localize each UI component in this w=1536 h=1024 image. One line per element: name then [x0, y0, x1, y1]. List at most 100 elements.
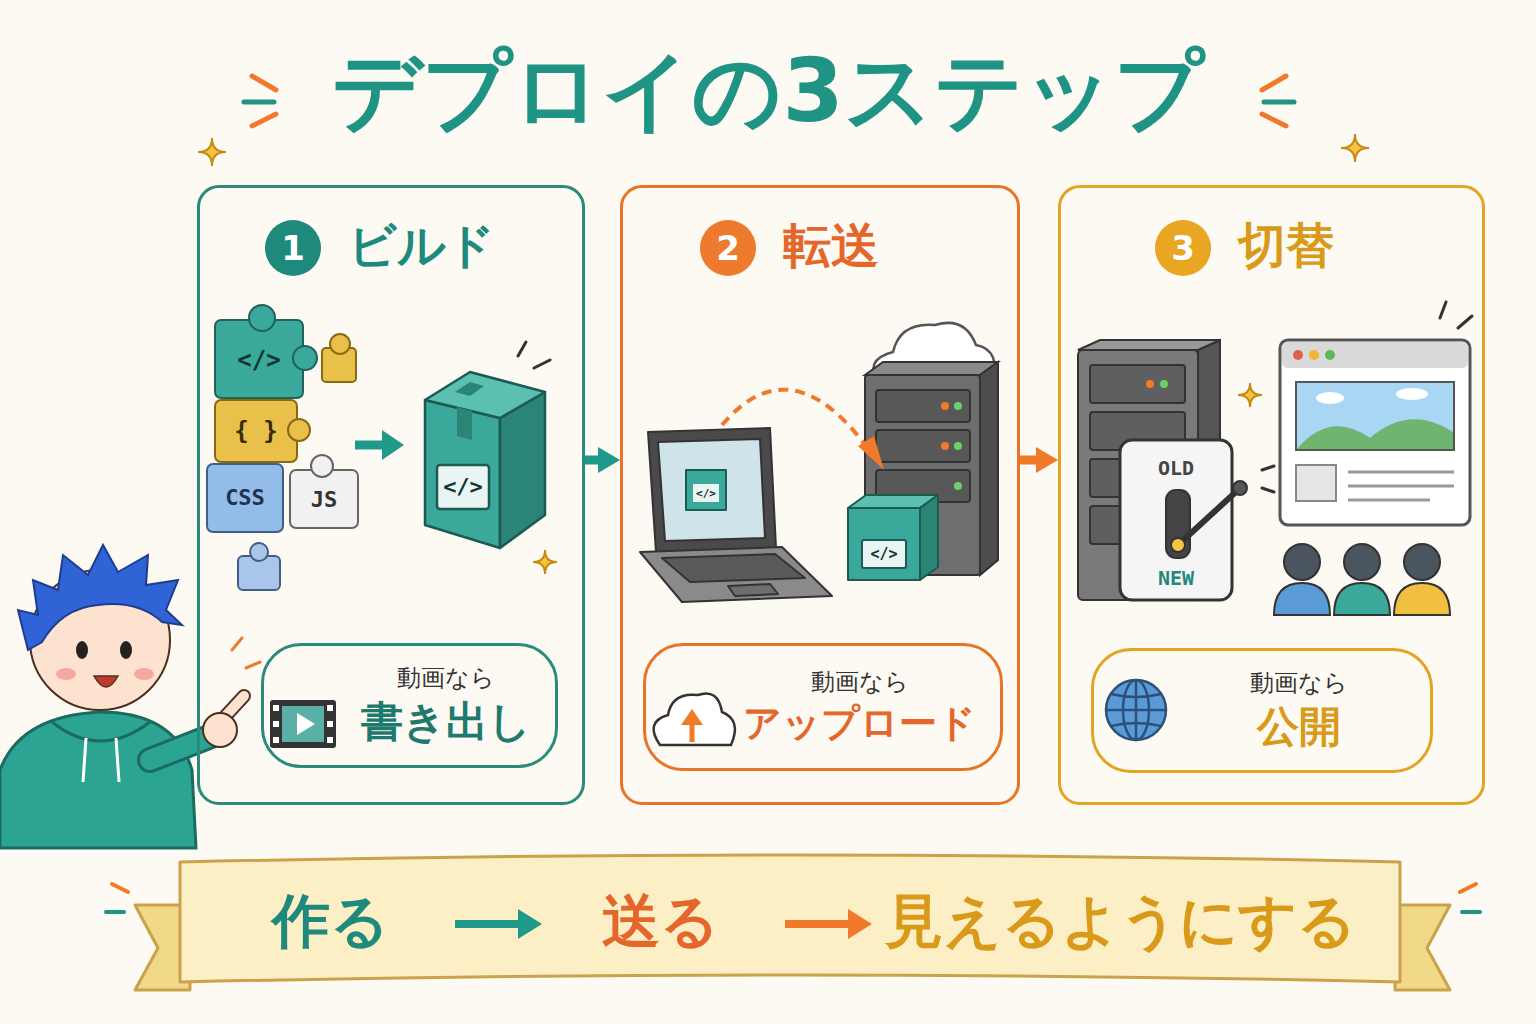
puzzle-piece	[330, 334, 350, 354]
package-box	[437, 465, 489, 509]
analogy-caption: 動画なら	[1250, 669, 1348, 698]
browser-window	[1348, 471, 1454, 474]
sparkle	[198, 138, 226, 166]
browser-window	[1316, 392, 1344, 404]
laptop	[686, 470, 726, 510]
emphasis-mark	[1458, 316, 1472, 328]
emphasis-mark	[1262, 466, 1274, 470]
laptop	[658, 439, 765, 541]
puzzle-piece	[215, 320, 303, 398]
server	[1090, 365, 1185, 403]
film-icon	[327, 721, 333, 727]
film-icon	[273, 705, 279, 711]
step-number: 1	[265, 220, 321, 276]
browser-window	[1280, 340, 1470, 525]
code-label: </>	[237, 348, 280, 372]
browser-window	[1293, 350, 1303, 360]
film-icon	[327, 737, 333, 743]
film-icon	[297, 713, 315, 735]
film-icon	[270, 700, 336, 748]
browser-window	[1325, 350, 1335, 360]
film-icon	[273, 737, 279, 743]
banner-accent	[106, 910, 124, 914]
diagram-title: デプロイの3ステップ	[0, 38, 1536, 144]
emphasis-mark	[518, 342, 526, 356]
title-accent	[1262, 114, 1286, 126]
ribbon	[135, 855, 1450, 990]
film-icon	[282, 706, 324, 742]
analogy-term: 公開	[1257, 702, 1341, 752]
build-arrow	[355, 430, 404, 460]
title-accent	[1264, 100, 1294, 105]
audience	[1344, 544, 1380, 580]
analogy-caption: 動画なら	[397, 664, 495, 693]
summary-word: 見えるようにする	[885, 887, 1356, 957]
sparkle	[1238, 383, 1262, 407]
package-box	[848, 495, 938, 580]
server	[980, 362, 998, 575]
flow-arrow	[518, 909, 542, 939]
transfer-arrow	[722, 390, 884, 470]
laptop	[640, 547, 832, 602]
analogy-term: 書き出し	[361, 697, 531, 747]
emphasis-mark	[1440, 302, 1446, 318]
code-label: CSS	[225, 487, 265, 509]
guide-character	[56, 668, 76, 680]
guide-character	[83, 738, 86, 782]
audience	[1404, 544, 1440, 580]
switch-panel	[1233, 481, 1247, 495]
emphasis-mark	[1262, 488, 1274, 492]
upload-icon	[654, 693, 735, 745]
audience	[1274, 583, 1330, 615]
switch-panel	[1120, 440, 1247, 600]
guide-character	[116, 738, 119, 782]
title-accent	[244, 100, 274, 105]
package-box	[457, 407, 472, 440]
laptop	[648, 428, 776, 552]
server	[941, 442, 949, 450]
step-title: 転送	[783, 217, 879, 275]
package-box	[425, 400, 500, 548]
code-label: </>	[696, 488, 716, 499]
browser-window	[1309, 350, 1319, 360]
guide-character	[18, 545, 182, 650]
guide-character	[0, 712, 196, 848]
title-accent	[1262, 76, 1286, 90]
server	[1160, 380, 1168, 388]
banner-accent	[112, 884, 128, 892]
sparkle	[533, 550, 557, 574]
analogy-caption: 動画なら	[811, 668, 909, 697]
summary-banner: 作る送る見えるようにする	[180, 862, 1400, 982]
guide-character	[76, 641, 88, 659]
laptop	[662, 554, 805, 582]
guide-character	[134, 668, 154, 680]
analogy-bubble: 動画ならアップロード	[643, 643, 1003, 771]
server	[954, 442, 962, 450]
emphasis-mark	[518, 342, 550, 368]
emphasis-mark	[232, 638, 242, 650]
code-label: { }	[234, 419, 277, 443]
laptop	[728, 584, 778, 596]
title-accent	[252, 114, 276, 126]
server	[941, 402, 949, 410]
code-label: </>	[870, 547, 897, 562]
globe-icon	[1106, 680, 1166, 740]
server	[1078, 340, 1220, 350]
code-label: </>	[443, 476, 483, 498]
puzzle-piece	[290, 470, 358, 528]
browser-window	[1348, 499, 1430, 502]
switch-label: OLD	[1158, 458, 1194, 478]
puzzle-piece	[288, 419, 310, 441]
puzzle-piece	[250, 543, 268, 561]
guide-character	[0, 545, 244, 848]
browser-window	[1297, 419, 1453, 449]
server	[954, 482, 962, 490]
analogy-bubble: 動画なら公開	[1091, 648, 1433, 773]
analogy-bubble: 動画なら書き出し	[261, 643, 558, 768]
step-title: ビルド	[348, 217, 495, 275]
switch-panel	[1166, 490, 1190, 558]
puzzle-piece	[215, 400, 297, 462]
code-label: JS	[311, 489, 338, 511]
laptop	[693, 484, 719, 502]
step-panel: 3動画なら公開切替	[1058, 185, 1485, 805]
